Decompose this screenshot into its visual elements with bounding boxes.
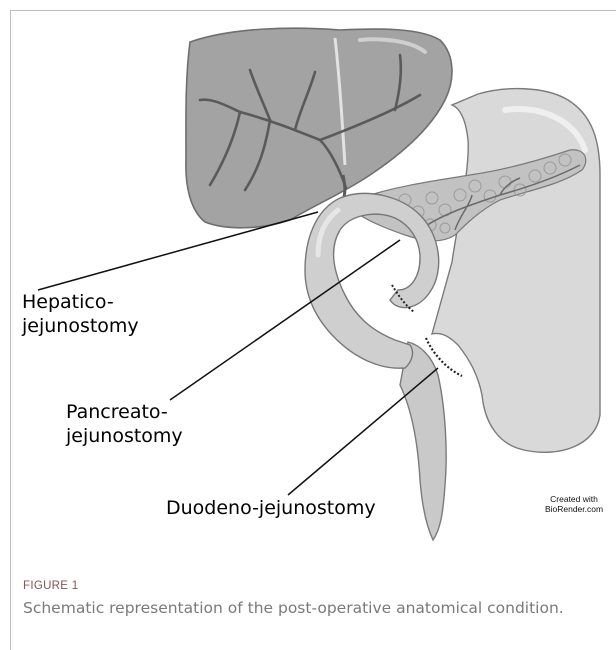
label-pancreato-jejunostomy: Pancreato- jejunostomy bbox=[66, 400, 183, 448]
figure-caption: Schematic representation of the post-ope… bbox=[23, 597, 601, 619]
leader-hepatico bbox=[38, 212, 318, 290]
figure-label: FIGURE 1 bbox=[23, 580, 78, 592]
label-hepatico-jejunostomy: Hepatico- jejunostomy bbox=[22, 290, 139, 338]
stomach bbox=[432, 89, 600, 453]
label-duodeno-jejunostomy: Duodeno-jejunostomy bbox=[166, 496, 376, 520]
biorender-credit: Created with BioRender.com bbox=[535, 494, 613, 514]
jejunum-descending bbox=[400, 342, 446, 540]
leader-pancreato bbox=[170, 240, 400, 400]
